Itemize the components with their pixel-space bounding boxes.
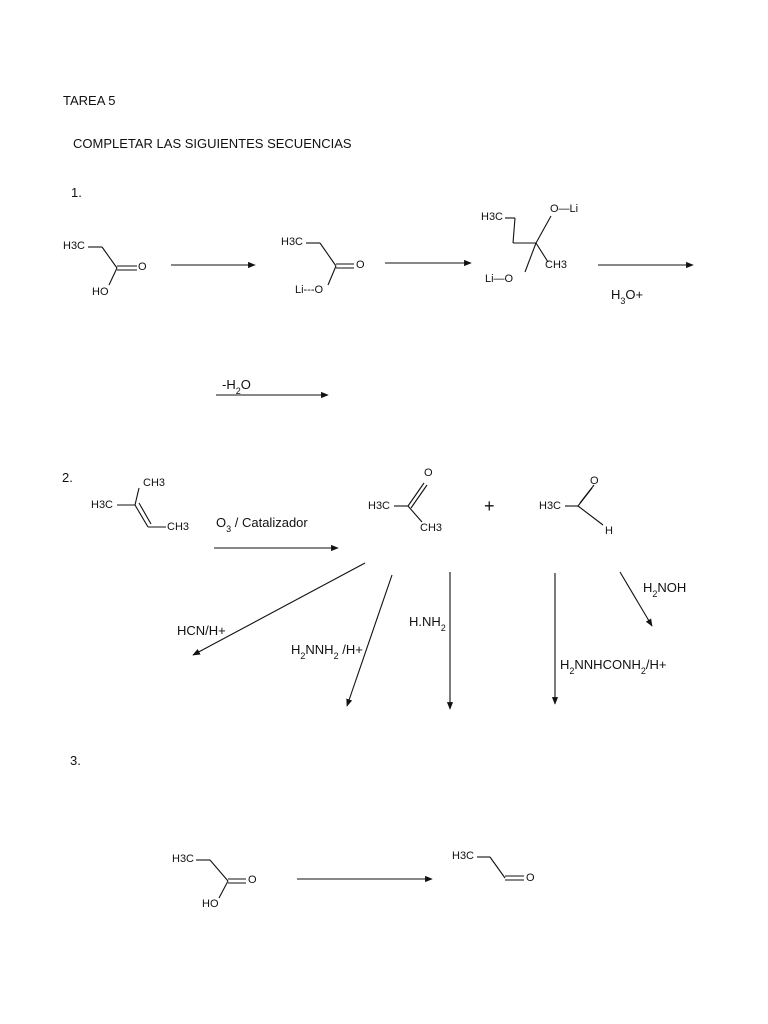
mol2-ch3-text: H3C (281, 236, 304, 248)
mol3-lio-label: Li—O (485, 274, 513, 285)
page-title: TAREA 5 (63, 93, 116, 108)
aldehyde3-o: O (526, 873, 535, 884)
ozone-o: O (216, 515, 227, 530)
hydrazine-s2: 2 (333, 651, 339, 661)
mol3-ch3-label: H3C (481, 212, 503, 223)
mol3-lio-text: Li—O (485, 273, 514, 285)
dehydration-sub: 2 (235, 386, 241, 396)
mol2-lio-label: Li---O (295, 285, 323, 296)
ozone-sub: 3 (226, 524, 232, 534)
alkene-ch3-right-text: CH3 (167, 521, 190, 533)
acetaldehyde-h3c-text: H3C (539, 500, 562, 512)
hydrazine-b: NNH (305, 642, 334, 657)
aldehyde3-o-text: O (526, 872, 535, 884)
h3o-rest: O+ (625, 287, 644, 302)
mol3-ch3-text: H3C (481, 211, 504, 223)
semicarbazide-s2: 2 (640, 666, 646, 676)
alkene-h3c: H3C (91, 500, 113, 511)
acetone-ch3: CH3 (420, 523, 442, 534)
semicarbazide-s1: 2 (569, 666, 575, 676)
hydrazine-c: /H+ (338, 642, 363, 657)
section-number-1: 1. (71, 185, 82, 200)
propanoic-acid-bonds (88, 246, 137, 286)
acetaldehyde-h-text: H (605, 525, 613, 537)
methylbutene-bonds (117, 487, 166, 528)
hnh2-s: 2 (440, 623, 446, 633)
section-number-2: 2. (62, 470, 73, 485)
reagent-semicarbazide: H2NNHCONH2/H+ (560, 657, 667, 676)
reagent-hydroxylamine: H2NOH (643, 580, 687, 599)
section-number-3: 3. (70, 753, 81, 768)
hydroxylamine-b: NOH (657, 580, 687, 595)
alkene-ch3-top: CH3 (143, 478, 165, 489)
ozonolysis-reagent: O3 / Catalizador (216, 515, 308, 534)
alkene-ch3-right: CH3 (167, 522, 189, 533)
hydrazine-s1: 2 (300, 651, 306, 661)
acetone-h3c: H3C (368, 501, 390, 512)
h3o-reagent: H3O+ (611, 287, 644, 306)
mol3-ch3b-text: CH3 (545, 259, 568, 271)
mol2-ch3-label: H3C (281, 237, 303, 248)
acetaldehyde-h3c: H3C (539, 501, 561, 512)
propanoic-acid-2-bonds (196, 859, 246, 899)
acetone-o: O (424, 468, 433, 479)
h3o-h: H (611, 287, 621, 302)
mol2-o-label: O (356, 260, 365, 271)
acetaldehyde-h: H (605, 526, 613, 537)
acetaldehyde-o: O (590, 476, 599, 487)
semicarbazide-a: H (560, 657, 570, 672)
mol3-oli-label: O—Li (550, 204, 578, 215)
plus-sign: + (484, 497, 495, 515)
hnh2-a: H.NH (409, 614, 441, 629)
ozone-rest: / Catalizador (231, 515, 308, 530)
h3o-sub: 3 (620, 296, 626, 306)
acid3-h3c: H3C (172, 854, 194, 865)
alkene-ch3-top-text: CH3 (143, 477, 166, 489)
dehydration-reagent: -H2O (222, 377, 251, 396)
acetone-ch3-text: CH3 (420, 522, 443, 534)
reagent-hcn-text: HCN/H+ (177, 623, 226, 638)
acetone-o-text: O (424, 467, 433, 479)
plus-text: + (484, 496, 495, 516)
acid3-ho-text: HO (202, 898, 219, 910)
dilithium-diolate-bonds (505, 215, 552, 273)
dehydration-post: O (240, 377, 251, 392)
reagent-hcn: HCN/H+ (177, 624, 226, 637)
lithium-propanoate-bonds (306, 242, 354, 286)
acid3-o: O (248, 875, 257, 886)
acetone-bonds (394, 482, 428, 523)
acetone-h3c-text: H3C (368, 500, 391, 512)
aldehyde3-h3c: H3C (452, 851, 474, 862)
propanal-bonds (477, 856, 524, 881)
mol1-ch3-text: H3C (63, 240, 86, 252)
mol1-oh-text: HO (92, 286, 109, 298)
mol3-ch3b-label: CH3 (545, 260, 567, 271)
semicarbazide-c: /H+ (645, 657, 667, 672)
reagent-hydrazine: H2NNH2 /H+ (291, 642, 363, 661)
mol1-o-label: O (138, 262, 147, 273)
instructions: COMPLETAR LAS SIGUIENTES SECUENCIAS (73, 136, 352, 151)
reagent-hnh2: H.NH2 (409, 614, 446, 633)
aldehyde3-h3c-text: H3C (452, 850, 475, 862)
mol2-o-text: O (356, 259, 365, 271)
semicarbazide-b: NNHCONH (574, 657, 641, 672)
dehydration-pre: -H (222, 377, 236, 392)
acid3-ho: HO (202, 899, 219, 910)
alkene-h3c-text: H3C (91, 499, 114, 511)
hydrazine-a: H (291, 642, 301, 657)
acid3-o-text: O (248, 874, 257, 886)
mol1-ch3-label: H3C (63, 241, 85, 252)
acetaldehyde-bonds (565, 484, 604, 526)
hydroxylamine-a: H (643, 580, 653, 595)
mol2-lio-text: Li---O (295, 284, 324, 296)
acetaldehyde-o-text: O (590, 475, 599, 487)
acid3-h3c-text: H3C (172, 853, 195, 865)
hydroxylamine-s: 2 (652, 589, 658, 599)
mol1-o-text: O (138, 261, 147, 273)
mol1-oh-label: HO (92, 287, 109, 298)
mol3-oli-text: O—Li (550, 203, 579, 215)
